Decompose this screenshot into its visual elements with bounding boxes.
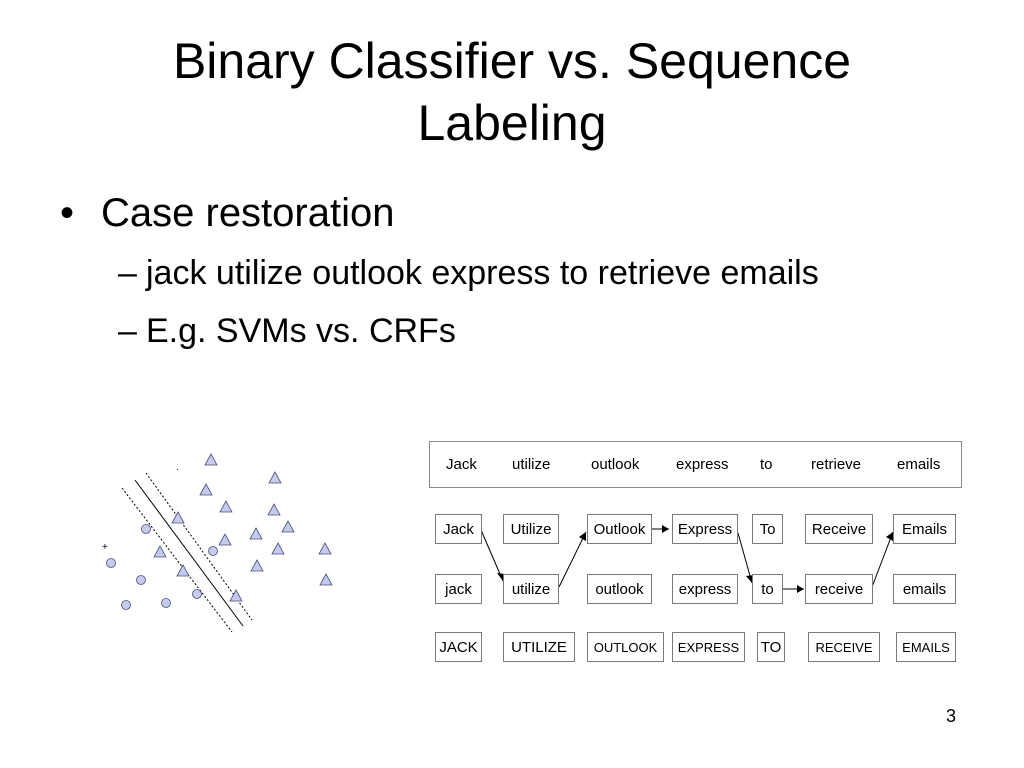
triangle-point	[271, 542, 285, 555]
label-box: Receive	[805, 514, 873, 544]
title-line-1: Binary Classifier vs. Sequence	[172, 33, 852, 89]
input-word: Jack	[446, 456, 477, 473]
label-box: utilize	[503, 574, 559, 604]
label-box: RECEIVE	[808, 632, 880, 662]
sub-bullet-dash: –	[118, 254, 137, 292]
triangle-point	[250, 559, 264, 572]
title-line-2: Labeling	[417, 95, 607, 151]
triangle-point	[199, 483, 213, 496]
label-box: Express	[672, 514, 738, 544]
triangle-point	[319, 573, 333, 586]
label-box: to	[752, 574, 783, 604]
plus-marker: +	[102, 542, 108, 553]
sub-bullet-example-sentence: –jack utilize outlook express to retriev…	[118, 252, 819, 294]
label-box: Utilize	[503, 514, 559, 544]
circle-point	[192, 589, 202, 599]
decision-boundary	[134, 479, 244, 627]
input-word: express	[676, 456, 729, 473]
triangle-point	[267, 503, 281, 516]
arrow-express-to	[737, 532, 753, 584]
svm-margin-lines	[121, 472, 253, 633]
label-box: Outlook	[587, 514, 652, 544]
label-box: Jack	[435, 514, 482, 544]
triangle-point	[153, 545, 167, 558]
label-box: To	[752, 514, 783, 544]
label-box: UTILIZE	[503, 632, 575, 662]
dot-marker: .	[176, 462, 179, 473]
label-box: emails	[893, 574, 956, 604]
triangle-point	[219, 500, 233, 513]
path-arrows	[480, 528, 894, 590]
sub-bullet-text: E.g. SVMs vs. CRFs	[146, 312, 456, 350]
circle-point	[106, 558, 116, 568]
input-word: emails	[897, 456, 941, 473]
triangle-point	[229, 589, 243, 602]
label-box: outlook	[587, 574, 652, 604]
sub-bullet-svms-vs-crfs: –E.g. SVMs vs. CRFs	[118, 310, 456, 352]
arrow-receive-emails	[871, 531, 894, 588]
circle-points	[106, 524, 218, 610]
triangle-point	[176, 564, 190, 577]
triangle-point	[268, 471, 282, 484]
arrowhead	[579, 532, 586, 541]
arrowhead	[662, 525, 669, 533]
label-box: EMAILS	[896, 632, 956, 662]
circle-point	[136, 575, 146, 585]
input-word: outlook	[591, 456, 640, 473]
triangle-point	[249, 527, 263, 540]
label-box: express	[672, 574, 738, 604]
circle-point	[208, 546, 218, 556]
arrow-jack-utilize	[480, 529, 504, 582]
label-box: OUTLOOK	[587, 632, 664, 662]
sub-bullet-text: jack utilize outlook express to retrieve…	[146, 254, 819, 292]
input-word: retrieve	[811, 456, 862, 473]
arrow-utilize-outlook	[558, 531, 587, 588]
input-word: utilize	[512, 456, 551, 473]
label-box: receive	[805, 574, 873, 604]
label-box: jack	[435, 574, 482, 604]
label-box: JACK	[435, 632, 482, 662]
triangle-point	[281, 520, 295, 533]
label-box: EXPRESS	[672, 632, 745, 662]
arrowhead	[797, 585, 804, 593]
triangle-point	[318, 542, 332, 555]
label-box: Emails	[893, 514, 956, 544]
label-box: TO	[757, 632, 785, 662]
triangle-point	[171, 511, 185, 524]
circle-point	[141, 524, 151, 534]
slide-title: Binary Classifier vs. Sequence Labeling	[0, 30, 1024, 154]
input-word: to	[760, 456, 773, 473]
bullet-text: Case restoration	[101, 191, 395, 235]
arrowhead	[886, 532, 893, 541]
circle-point	[121, 600, 131, 610]
page-number: 3	[946, 706, 957, 726]
triangle-point	[218, 533, 232, 546]
sub-bullet-dash: –	[118, 312, 137, 350]
triangle-point	[204, 453, 218, 466]
bullet-dot: •	[60, 191, 75, 235]
margin-line-lower	[121, 487, 233, 633]
input-sentence-box	[429, 441, 962, 488]
triangle-points	[153, 453, 333, 602]
circle-point	[161, 598, 171, 608]
